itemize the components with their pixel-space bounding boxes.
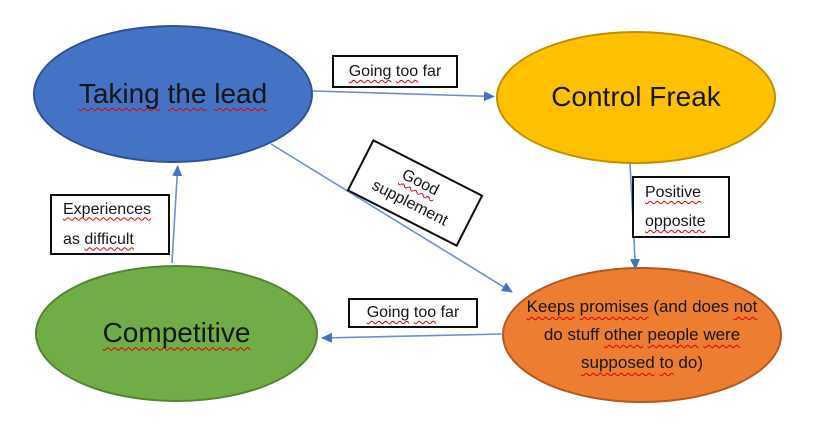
label-word: Going bbox=[348, 63, 392, 80]
label-word: Control bbox=[551, 81, 642, 113]
label-word: too bbox=[413, 304, 437, 321]
label-box-positive-opposite[interactable]: Positive opposite bbox=[632, 176, 730, 238]
node-keeps-promises[interactable]: Keeps promises (and does not do stuff oth… bbox=[502, 267, 782, 403]
connector-lead-to-controlfreak[interactable] bbox=[312, 90, 495, 102]
node-control-freak[interactable]: Control Freak bbox=[496, 31, 776, 164]
label-word: people bbox=[647, 325, 699, 344]
label-word: as bbox=[63, 230, 80, 248]
connector-competitive-to-lead[interactable] bbox=[171, 165, 183, 264]
label-word: do bbox=[543, 325, 563, 344]
label-word: Taking bbox=[78, 77, 160, 109]
label-word: the bbox=[167, 77, 207, 109]
label-box-experiences-as-difficult[interactable]: Experiences as difficult bbox=[50, 194, 170, 255]
label-word: Freak bbox=[649, 81, 721, 113]
label-word: far bbox=[440, 304, 460, 321]
label-word: promises bbox=[579, 297, 649, 316]
node-taking-the-lead-label: Taking the lead bbox=[43, 78, 302, 110]
label-word: do) bbox=[678, 353, 703, 372]
label-box-going-too-far-top[interactable]: Going too far bbox=[332, 55, 458, 88]
label-word: does bbox=[692, 297, 729, 316]
node-control-freak-label: Control Freak bbox=[506, 81, 765, 113]
label-word: difficult bbox=[84, 230, 134, 248]
label-word: to bbox=[659, 353, 674, 372]
label-word: were bbox=[703, 325, 741, 344]
connector-keepspromises-to-competitive[interactable] bbox=[321, 332, 504, 343]
label-word: lead bbox=[214, 77, 268, 109]
label-word: Positive bbox=[645, 184, 702, 201]
node-taking-the-lead[interactable]: Taking the lead bbox=[33, 25, 313, 163]
label-word: (and bbox=[653, 297, 688, 316]
label-word: other bbox=[604, 325, 643, 344]
label-word: Competitive bbox=[102, 317, 251, 349]
label-word: Going bbox=[366, 304, 410, 321]
node-competitive[interactable]: Competitive bbox=[35, 265, 318, 402]
label-word: Keeps bbox=[526, 297, 575, 316]
label-word: Experiences bbox=[63, 200, 152, 218]
label-word: not bbox=[733, 297, 758, 316]
label-word: too bbox=[395, 63, 419, 80]
label-word: stuff bbox=[567, 325, 600, 344]
label-word: opposite bbox=[645, 213, 706, 230]
node-keeps-promises-label: Keeps promises (and does not do stuff oth… bbox=[512, 293, 771, 377]
label-word: far bbox=[422, 63, 442, 80]
label-box-going-too-far-bottom[interactable]: Going too far bbox=[348, 298, 478, 328]
label-word: supposed bbox=[581, 353, 655, 372]
node-competitive-label: Competitive bbox=[45, 317, 307, 349]
